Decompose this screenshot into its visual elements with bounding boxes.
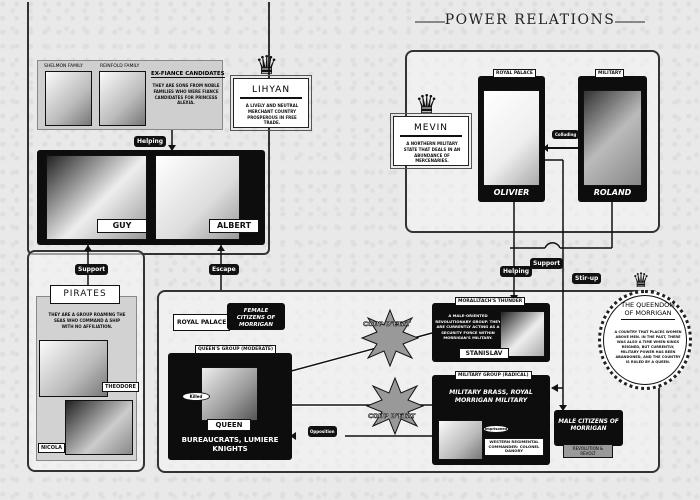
danory-portrait: [438, 420, 483, 460]
theodore-label: THEODORE: [102, 382, 139, 392]
moralltach-box: A MALE-ORIENTED REVOLUTIONARY GROUP. THE…: [432, 303, 550, 362]
imprisoned-bubble: Imprisoned: [483, 425, 509, 433]
military-brass-label: MILITARY BRASS, ROYAL MORRIGAN MILITARY: [449, 389, 533, 404]
title-ornament-left: [415, 21, 445, 23]
country-name: MEVIN: [400, 123, 462, 137]
queens-group-box: QUEEN BUREAUCRATS, LUMIERE KNIGHTS: [168, 353, 292, 460]
nicola-label: NICOLA: [38, 443, 66, 453]
nicola-portrait: [65, 400, 133, 455]
coup-label-1: COUP D'ETAT: [363, 320, 411, 329]
military-group-label: MILITARY GROUP (RADICAL): [455, 371, 532, 381]
crown-icon: ♛: [632, 268, 650, 292]
queendom-desc: A COUNTRY THAT PLACES WOMEN ABOVE MEN. I…: [614, 330, 682, 365]
olivier-label: OLIVIER: [493, 188, 530, 197]
lihyan-card: LIHYAN A LIVELY AND NEUTRAL MERCHANT COU…: [230, 75, 312, 131]
relation-tag: Opposition: [308, 426, 337, 437]
guy-albert-box: GUY ALBERT: [37, 150, 265, 245]
moralltach-desc: A MALE-ORIENTED REVOLUTIONARY GROUP. THE…: [435, 313, 501, 340]
country-desc: A LIVELY AND NEUTRAL MERCHANT COUNTRY PR…: [245, 103, 299, 126]
queendom-name: THE QUEENDOM OF MORRIGAN: [621, 301, 675, 320]
commander-label: WESTERN REGIMENTAL COMMANDER: COLONEL DA…: [484, 438, 544, 456]
relation-tag: Escape: [209, 264, 239, 275]
pirates-label: PIRATES: [50, 285, 120, 304]
killed-bubble: Killed: [182, 392, 210, 401]
country-desc: A NORTHERN MILITARY STATE THAT DEALS IN …: [403, 141, 461, 164]
relation-tag: Support: [530, 258, 564, 269]
family-label: SHELMON FAMILY: [44, 64, 83, 69]
guy-label: GUY: [97, 219, 147, 233]
female-citizens-box: FEMALE CITIZENS OF MORRIGAN: [227, 303, 285, 330]
relation-tag: Helping: [134, 136, 167, 147]
olivier-card: OLIVIER: [478, 76, 545, 202]
olivier-portrait: [483, 90, 540, 186]
coup-label-2: COUP D'ETAT: [368, 412, 416, 421]
royal-palace-tag: ROYAL PALACE: [493, 69, 536, 79]
royal-palace-label: ROYAL PALACE: [173, 314, 231, 332]
stanislav-label: STANISLAV: [459, 348, 509, 360]
coup-starburst-2: [365, 376, 425, 436]
page-title: POWER RELATIONS: [444, 12, 616, 28]
family-label: REINFOLD FAMILY: [100, 64, 140, 69]
queendom-card: THE QUEENDOM OF MORRIGAN A COUNTRY THAT …: [598, 290, 692, 390]
country-name: LIHYAN: [240, 85, 302, 99]
coup-starburst-1: [360, 308, 420, 368]
crown-icon: ♛: [415, 90, 439, 120]
exfiance-heading: EX-FIANCE CANDIDATES: [151, 71, 225, 78]
pirates-desc: THEY ARE A GROUP ROAMING THE SEAS WHO CO…: [48, 312, 126, 329]
relation-tag: Stir-up: [572, 273, 602, 284]
lihyan-frame: [27, 2, 270, 255]
title-ornament-right: [615, 21, 645, 23]
moralltach-label: MORALLTACH'S THUNDER: [455, 297, 526, 307]
revolution-tag: REVOLUTION & REVOLT: [563, 444, 613, 458]
queen-portrait: [201, 367, 258, 421]
military-tag: MILITARY: [595, 69, 625, 79]
female-citizens-label: FEMALE CITIZENS OF MORRIGAN: [236, 308, 276, 328]
roland-label: ROLAND: [593, 188, 632, 197]
exfiance-desc: THEY ARE SONS FROM NOBLE FAMILIES WHO WE…: [152, 83, 220, 106]
roland-card: ROLAND: [578, 76, 647, 202]
mevin-card: MEVIN A NORTHERN MILITARY STATE THAT DEA…: [390, 113, 472, 169]
male-citizens-label: MALE CITIZENS OF MORRIGAN: [558, 419, 619, 433]
theodore-portrait: [39, 340, 108, 397]
queen-label: QUEEN: [207, 419, 251, 432]
exfiance-box: SHELMON FAMILY REINFOLD FAMILY EX-FIANCE…: [37, 60, 225, 130]
crown-icon: ♛: [255, 51, 279, 81]
male-citizens-box: MALE CITIZENS OF MORRIGAN: [554, 410, 623, 446]
bureaucrats-label: BUREAUCRATS, LUMIERE KNIGHTS: [181, 436, 279, 453]
shelmon-portrait: [45, 71, 92, 126]
relation-tag: Colluding: [552, 130, 580, 139]
relation-tag: Helping: [500, 266, 533, 277]
albert-label: ALBERT: [209, 219, 259, 233]
reinfold-portrait: [99, 71, 146, 126]
relation-tag: Support: [75, 264, 109, 275]
roland-portrait: [583, 90, 642, 186]
queens-group-label: QUEEN'S GROUP (MODERATE): [195, 345, 277, 355]
military-group-box: MILITARY BRASS, ROYAL MORRIGAN MILITARY …: [432, 375, 550, 465]
